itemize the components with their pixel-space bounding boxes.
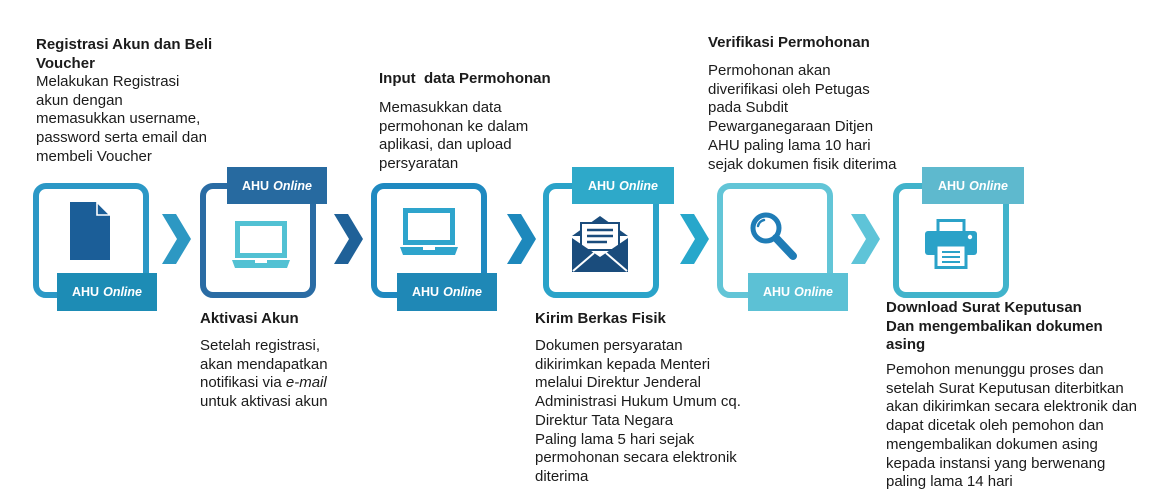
badge-prefix: AHU <box>72 285 100 299</box>
step-description-line: Paling lama 5 hari sejak <box>535 430 695 448</box>
step-2-title: Aktivasi Akun <box>200 310 299 329</box>
step-title-line: Input data Permohonan <box>379 70 551 87</box>
badge-prefix: AHU <box>242 178 270 193</box>
step-description-line: password serta email dan <box>36 129 207 147</box>
step-description-line: Dokumen persyaratan <box>535 337 683 354</box>
step-3-description: Memasukkan data permohonan ke dalam apli… <box>379 99 528 174</box>
step-description-line: Pemohon menunggu proses dan <box>886 361 1104 378</box>
chevron-right-icon <box>162 214 191 264</box>
step-description-line: memasukkan username, <box>36 110 201 128</box>
step-description-line: Permohonan akan <box>708 62 831 79</box>
step-description-line: untuk aktivasi akun <box>200 393 328 411</box>
laptop-icon <box>232 221 290 268</box>
step-description-line: permohonan ke dalam <box>379 117 529 135</box>
step-description-line: Melakukan Registrasi <box>36 73 180 90</box>
step-description-line: Pewarganegaraan Ditjen <box>708 118 874 136</box>
chevron-right-icon <box>680 214 709 264</box>
step-2-description: Setelah registrasi, akan mendapatkan not… <box>200 337 328 412</box>
step-description-line: kepada instansi yang berwenang <box>886 454 1106 472</box>
step-1-title: Registrasi Akun dan Beli Voucher <box>36 36 212 73</box>
step-title-line: Aktivasi Akun <box>200 310 299 327</box>
step-description-line: persyaratan <box>379 155 459 173</box>
step-description-line: pada Subdit <box>708 99 789 117</box>
step-description-line: setelah Surat Keputusan diterbitkan <box>886 379 1124 397</box>
step-title-line: asing <box>886 336 926 354</box>
email-emphasis: e-mail <box>285 374 327 392</box>
step-4-title: Kirim Berkas Fisik <box>535 310 666 329</box>
step-description-line: aplikasi, dan upload <box>379 136 512 154</box>
badge-prefix: AHU <box>763 285 791 299</box>
step-6-title: Download Surat Keputusan Dan mengembalik… <box>886 299 1103 355</box>
step-description-line: Setelah registrasi, <box>200 337 321 354</box>
step-description-line: Administrasi Hukum Umum cq. <box>535 393 741 411</box>
step-title-line: Download Surat Keputusan <box>886 299 1082 316</box>
step-4-description: Dokumen persyaratan dikirimkan kepada Me… <box>535 337 741 487</box>
step-title-line: Registrasi Akun dan Beli <box>36 36 213 53</box>
badge-suffix: Online <box>969 178 1008 193</box>
step-description-line: Memasukkan data <box>379 99 502 116</box>
envelope-icon <box>572 216 628 272</box>
step-description-line: mengembalikan dokumen asing <box>886 435 1098 453</box>
step-1-description: Melakukan Registrasi akun dengan memasuk… <box>36 73 207 167</box>
step-title-line: Kirim Berkas Fisik <box>535 310 666 327</box>
step-description-line: paling lama 14 hari <box>886 473 1013 491</box>
step-description-text: notifikasi via <box>200 374 282 392</box>
step-description-line: AHU paling lama 10 hari <box>708 136 871 154</box>
laptop-icon <box>400 208 458 255</box>
step-description-line: diterima <box>535 467 589 485</box>
magnifier-icon <box>750 212 797 260</box>
step-description-line: notifikasi via e-mail <box>200 374 328 393</box>
step-3-title: Input data Permohonan <box>379 70 551 89</box>
printer-icon <box>925 219 977 269</box>
step-6-description: Pemohon menunggu proses dan setelah Sura… <box>886 361 1137 492</box>
step-description-line: akan mendapatkan <box>200 355 328 373</box>
badge-suffix: Online <box>103 285 142 299</box>
step-description-line: membeli Voucher <box>36 147 152 165</box>
step-description-line: Direktur Tata Negara <box>535 411 674 429</box>
badge-suffix: Online <box>273 178 312 193</box>
step-5-description: Permohonan akan diverifikasi oleh Petuga… <box>708 62 896 174</box>
badge-prefix: AHU <box>412 285 440 299</box>
badge-suffix: Online <box>794 285 833 299</box>
chevron-right-icon <box>334 214 363 264</box>
step-description-line: diverifikasi oleh Petugas <box>708 80 870 98</box>
badge-prefix: AHU <box>938 178 966 193</box>
chevron-right-icon <box>507 214 536 264</box>
step-title-line: Voucher <box>36 54 95 72</box>
step-description-line: dapat dicetak oleh pemohon dan <box>886 417 1104 435</box>
step-title-line: Dan mengembalikan dokumen <box>886 317 1103 335</box>
step-description-line: dikirimkan kepada Menteri <box>535 355 711 373</box>
step-5-title: Verifikasi Permohonan <box>708 34 870 53</box>
badge-prefix: AHU <box>588 178 616 193</box>
step-description-line: permohonan secara elektronik <box>535 449 737 467</box>
step-description-line: melalui Direktur Jenderal <box>535 374 701 392</box>
chevron-right-icon <box>851 214 880 264</box>
document-icon <box>70 200 112 260</box>
step-description-line: akan dikirimkan secara elektronik dan <box>886 398 1137 416</box>
badge-suffix: Online <box>443 285 482 299</box>
step-title-line: Verifikasi Permohonan <box>708 34 870 51</box>
badge-suffix: Online <box>619 178 658 193</box>
step-description-line: akun dengan <box>36 91 123 109</box>
step-description-line: sejak dokumen fisik diterima <box>708 155 897 173</box>
